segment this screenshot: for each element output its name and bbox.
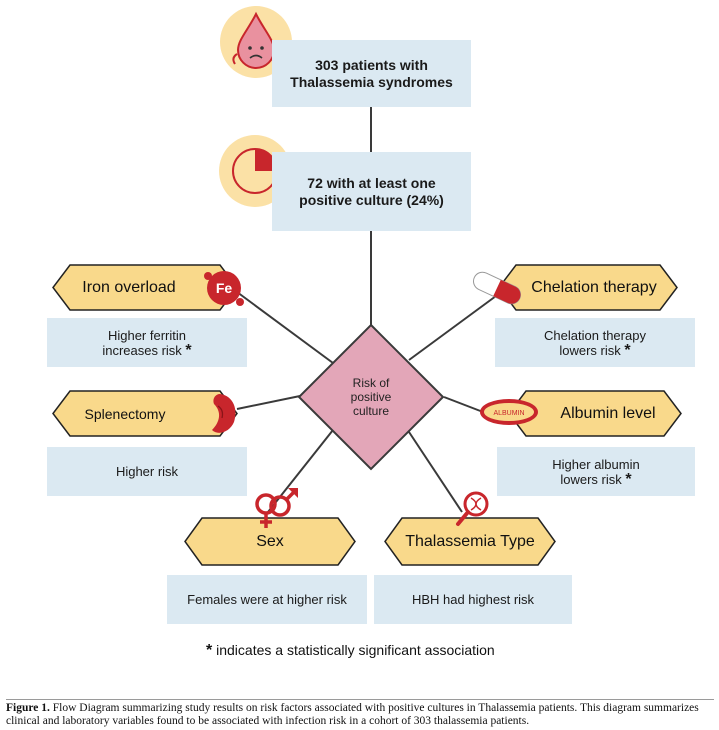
capsule-icon bbox=[472, 271, 522, 305]
figure-label: Figure 1. bbox=[6, 702, 50, 714]
thalassemia-type-hex: Thalassemia Type bbox=[384, 517, 556, 566]
blood-drop-sad-icon bbox=[232, 11, 276, 69]
significance-footnote: * indicates a statistically significant … bbox=[206, 642, 495, 660]
splenectomy-hex: Splenectomy bbox=[52, 390, 238, 437]
footnote-text: indicates a statistically significant as… bbox=[216, 642, 495, 658]
total-patients-line2: Thalassemia syndromes bbox=[290, 73, 453, 90]
thalassemia-type-label: Thalassemia Type bbox=[405, 532, 535, 550]
positive-culture-line1: 72 with at least one bbox=[307, 174, 436, 191]
chelation-therapy-hex: Chelation therapy bbox=[498, 264, 678, 311]
positive-culture-line2: positive culture (24%) bbox=[299, 191, 444, 208]
spleen-icon bbox=[212, 394, 236, 433]
iron-overload-label: Iron overload bbox=[82, 278, 176, 296]
sex-finding: Females were at higher risk bbox=[167, 575, 367, 624]
iron-fe-icon: Fe bbox=[204, 271, 244, 306]
sex-hex: Sex bbox=[184, 517, 356, 566]
splenectomy-label: Splenectomy bbox=[84, 405, 166, 422]
significance-star: * bbox=[185, 341, 192, 359]
caption-text: Flow Diagram summarizing study results o… bbox=[6, 702, 699, 727]
risk-diamond bbox=[297, 323, 445, 471]
iron-overload-hex: Iron overload bbox=[52, 264, 238, 311]
albumin-pill-icon: ALBUMIN bbox=[480, 399, 538, 425]
significance-star: * bbox=[624, 341, 631, 359]
total-patients-line1: 303 patients with bbox=[315, 56, 428, 73]
albumin-level-label: Albumin level bbox=[560, 404, 656, 422]
albumin-pill-text: ALBUMIN bbox=[493, 410, 524, 417]
thalassemia-type-finding: HBH had highest risk bbox=[374, 575, 572, 624]
sex-label: Sex bbox=[256, 532, 284, 550]
footnote-star: * bbox=[206, 642, 213, 659]
significance-star: * bbox=[625, 470, 632, 488]
dna-magnifier-icon bbox=[456, 491, 489, 526]
splenectomy-finding: Higher risk bbox=[47, 447, 247, 496]
figure-caption: Figure 1. Flow Diagram summarizing study… bbox=[6, 699, 714, 728]
chelation-therapy-label: Chelation therapy bbox=[531, 278, 657, 296]
iron-fe-icon-text: Fe bbox=[216, 280, 233, 296]
gender-symbols-icon bbox=[255, 488, 298, 528]
